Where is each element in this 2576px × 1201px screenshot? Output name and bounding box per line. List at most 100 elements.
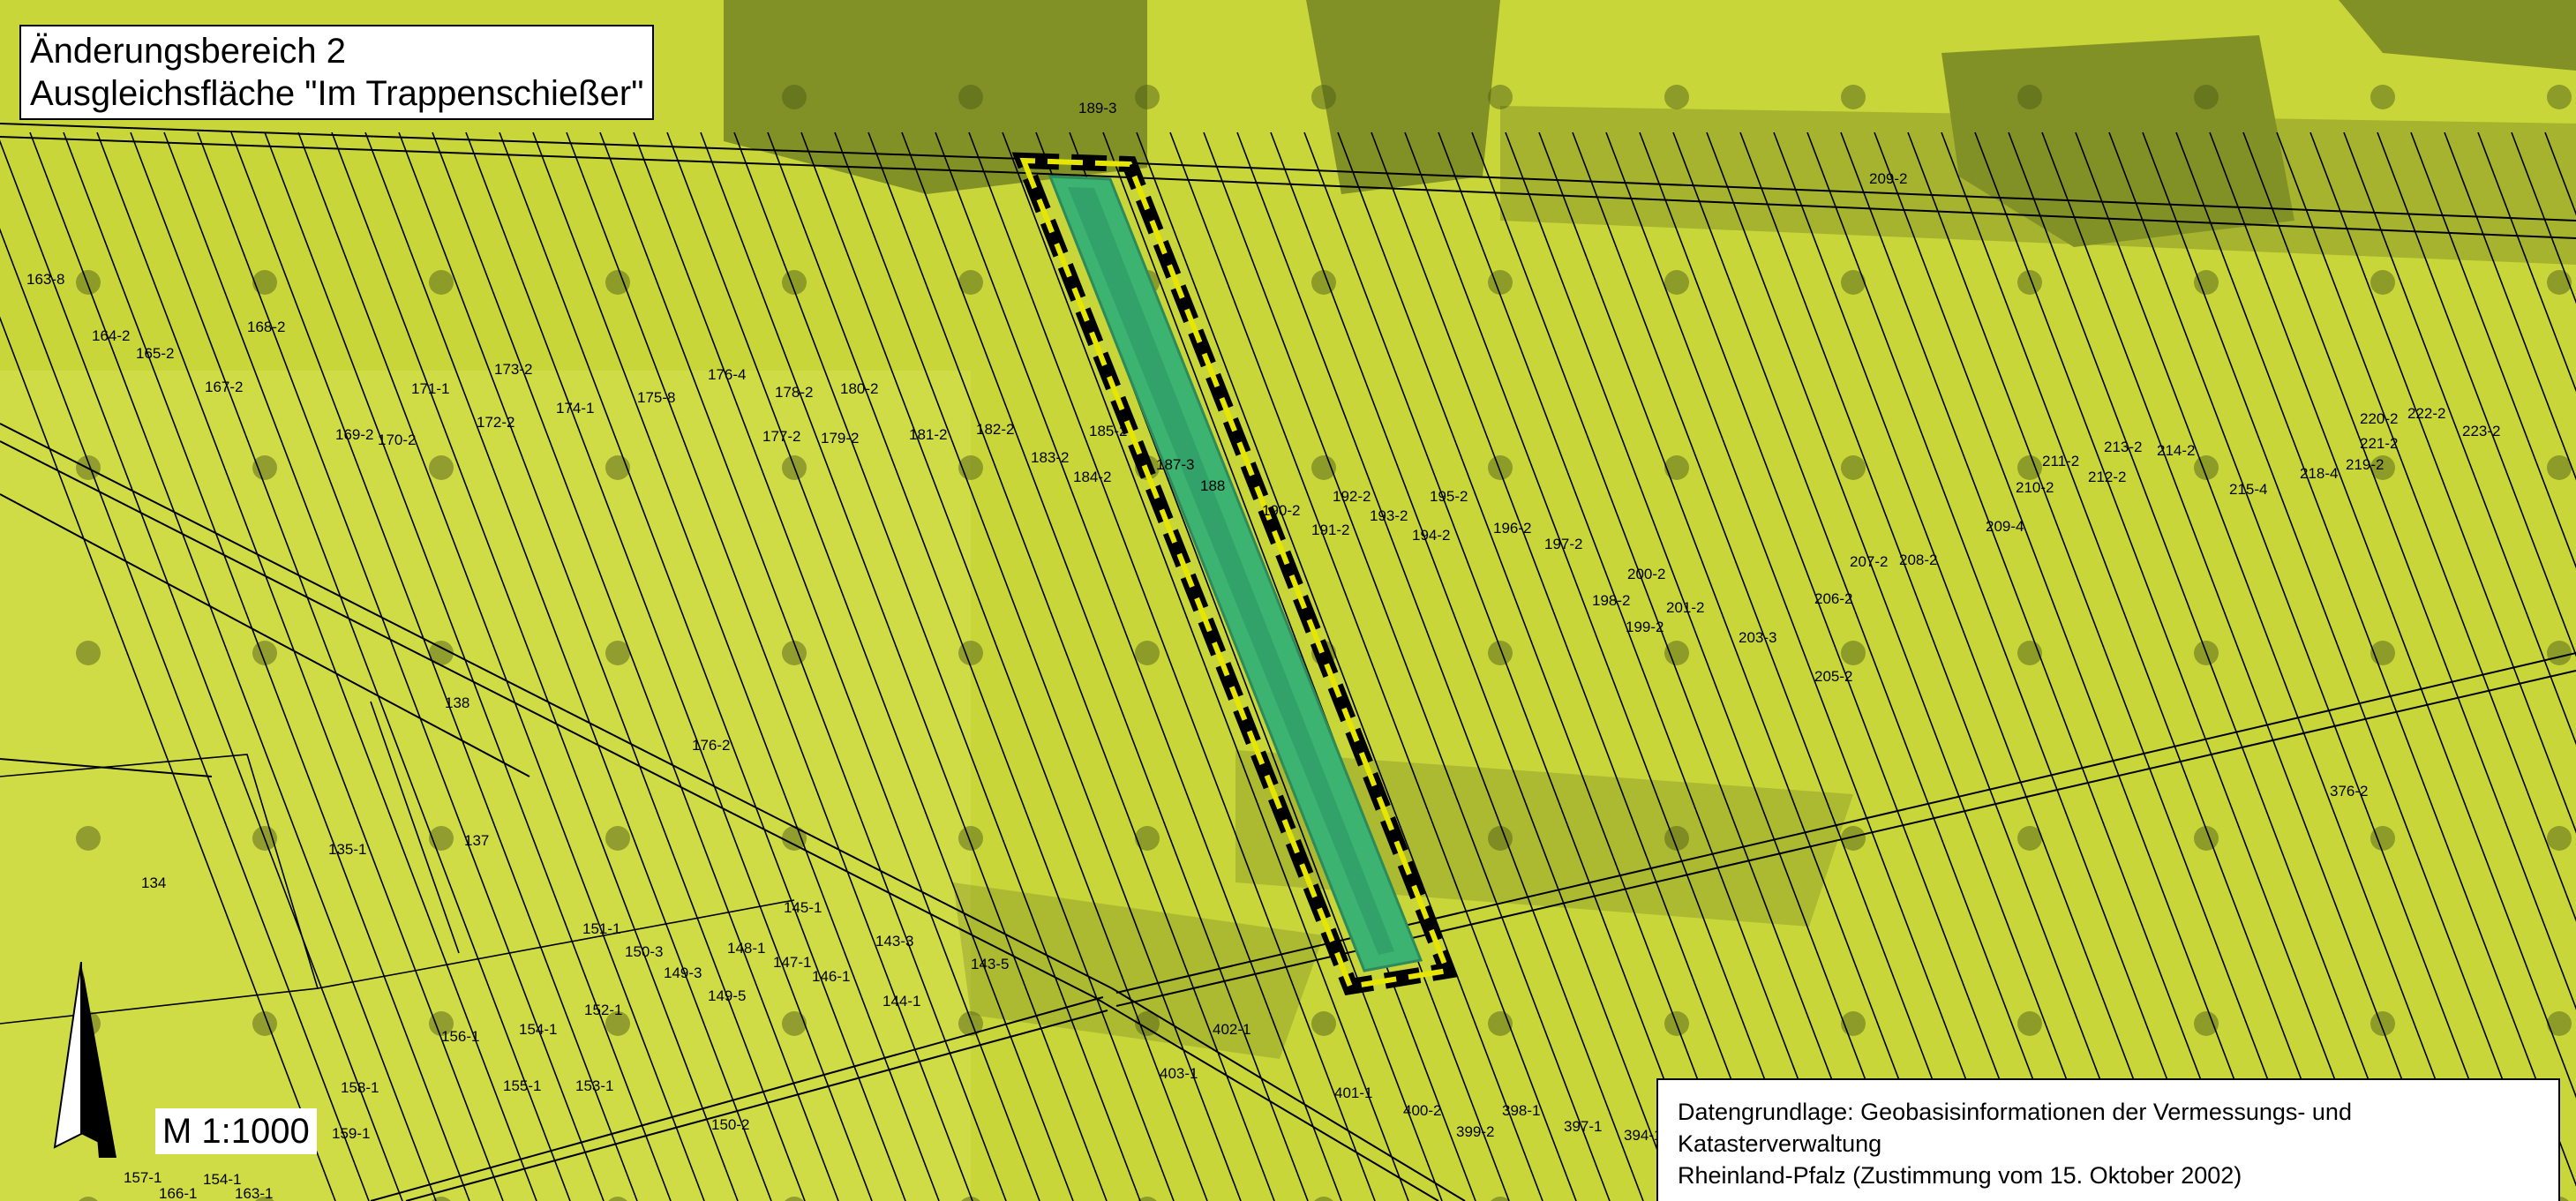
parcel-label: 144-1: [882, 993, 920, 1010]
parcel-label: 173-2: [494, 361, 532, 378]
area-inner: [1068, 187, 1394, 955]
parcel-label: 164-2: [92, 327, 130, 344]
parcel-label: 185-2: [1089, 423, 1127, 439]
parcel-label: 179-2: [821, 430, 859, 447]
parcel-label: 146-1: [812, 968, 850, 985]
parcel-label: 188: [1200, 477, 1225, 494]
parcel-label: 165-2: [136, 345, 174, 362]
parcel-label: 149-3: [664, 965, 702, 981]
parcel-label: 191-2: [1311, 522, 1349, 538]
area-outline-yellow: [1019, 157, 1452, 990]
parcel-label: 196-2: [1493, 520, 1531, 537]
parcel-label: 183-2: [1031, 449, 1069, 466]
parcel-label: 171-1: [411, 380, 449, 397]
parcel-label: 207-2: [1850, 553, 1888, 570]
parcel-label: 175-8: [637, 389, 675, 406]
parcel-label: 167-2: [205, 379, 243, 395]
parcel-label: 212-2: [2088, 469, 2126, 485]
parcel-label: 158-1: [341, 1079, 379, 1096]
parcel-label: 209-2: [1869, 170, 1907, 187]
parcel-label: 148-1: [727, 940, 765, 957]
parcel-label: 394-1: [1624, 1127, 1662, 1144]
parcel-label: 159-1: [332, 1125, 370, 1142]
parcel-label: 213-2: [2104, 439, 2142, 455]
parcel-labels: 189-3 209-2 163-8 164-2 165-2 168-2 167-2 171-1…: [26, 100, 2500, 1201]
parcel-label: 209-4: [1986, 518, 2024, 535]
credit-line1: Datengrundlage: Geobasisinformationen de…: [1678, 1099, 2352, 1157]
parcel-label: 135-1: [328, 841, 366, 858]
parcel-label: 199-2: [1626, 619, 1664, 635]
parcel-label: 156-1: [441, 1028, 479, 1045]
parcel-label: 176-2: [692, 737, 730, 754]
parcel-label: 184-2: [1073, 469, 1111, 485]
map-title-line1: Änderungsbereich 2: [30, 32, 347, 71]
parcel-label: 221-2: [2360, 435, 2398, 452]
parcel-label: 223-2: [2462, 423, 2500, 439]
parcel-label: 187-3: [1156, 456, 1194, 473]
parcel-label: 181-2: [909, 426, 947, 443]
parcel-label: 400-2: [1403, 1102, 1441, 1119]
parcel-label: 402-1: [1213, 1021, 1250, 1038]
parcel-label: 168-2: [247, 319, 285, 335]
parcel-label: 150-2: [711, 1116, 749, 1133]
credit-line2: Rheinland-Pfalz (Zustimmung vom 15. Okto…: [1678, 1162, 2242, 1189]
parcel-label: 218-4: [2300, 465, 2338, 482]
parcel-boundaries: [0, 131, 2576, 1201]
parcel-label: 147-1: [773, 954, 811, 971]
parcel-label: 145-1: [784, 899, 822, 916]
data-source-credit: Datengrundlage: Geobasisinformationen de…: [1656, 1078, 2560, 1201]
parcel-label: 172-2: [477, 414, 514, 431]
parcel-label: 143-5: [971, 956, 1009, 972]
parcel-label: 170-2: [378, 432, 416, 448]
parcel-label: 163-8: [26, 271, 64, 288]
parcel-label: 154-1: [519, 1021, 557, 1038]
parcel-label: 153-1: [575, 1077, 613, 1094]
north-arrow-icon: [53, 962, 116, 1158]
scale-label: M 1:1000: [155, 1108, 317, 1154]
parcel-label: 203-3: [1739, 629, 1776, 646]
parcel-label: 182-2: [976, 421, 1014, 438]
parcel-label: 138: [445, 694, 469, 711]
parcel-label: 152-1: [584, 1002, 622, 1018]
tree-shadows: [724, 0, 2576, 1059]
parcel-label: 220-2: [2360, 410, 2398, 427]
parcel-label: 222-2: [2407, 405, 2445, 422]
parcel-label: 205-2: [1814, 668, 1852, 685]
parcel-label: 376-2: [2330, 783, 2368, 799]
parcel-label: 163-1: [235, 1185, 273, 1201]
parcel-label: 398-1: [1502, 1102, 1540, 1119]
parcel-label: 195-2: [1430, 488, 1468, 505]
parcel-label: 215-4: [2229, 481, 2267, 498]
parcel-label: 401-1: [1334, 1085, 1372, 1101]
parcel-label: 201-2: [1666, 599, 1704, 616]
parcel-label: 211-2: [2042, 453, 2079, 469]
parcel-label: 208-2: [1899, 552, 1937, 568]
roads: [0, 123, 2576, 1201]
parcel-label: 206-2: [1814, 590, 1852, 607]
parcel-label: 397-1: [1564, 1118, 1602, 1135]
parcel-label: 137: [464, 832, 489, 849]
parcel-label: 176-4: [708, 366, 746, 383]
parcel-label: 177-2: [762, 428, 800, 445]
parcel-label: 189-3: [1078, 100, 1116, 116]
parcel-label: 403-1: [1160, 1065, 1198, 1082]
parcel-label: 193-2: [1370, 507, 1408, 524]
parcel-label: 190-2: [1262, 502, 1300, 519]
parcel-label: 155-1: [503, 1077, 541, 1094]
parcel-label: 174-1: [556, 400, 594, 417]
parcel-label: 194-2: [1412, 527, 1450, 544]
parcel-label: 151-1: [582, 920, 620, 937]
lower-parcels: [0, 701, 795, 1025]
map-title-box: Änderungsbereich 2 Ausgleichsfläche "Im …: [19, 25, 655, 120]
parcel-label: 154-1: [203, 1171, 241, 1188]
map-title-line2: Ausgleichsfläche "Im Trappenschießer": [30, 74, 644, 113]
parcel-label: 143-3: [875, 933, 913, 950]
parcel-label: 166-1: [159, 1185, 197, 1201]
parcel-label: 134: [141, 874, 166, 891]
parcel-label: 178-2: [775, 384, 813, 401]
compensation-area: [1011, 152, 1459, 996]
parcel-label: 169-2: [335, 426, 373, 443]
parcel-label: 200-2: [1627, 566, 1665, 582]
parcel-label: 150-3: [625, 943, 663, 960]
